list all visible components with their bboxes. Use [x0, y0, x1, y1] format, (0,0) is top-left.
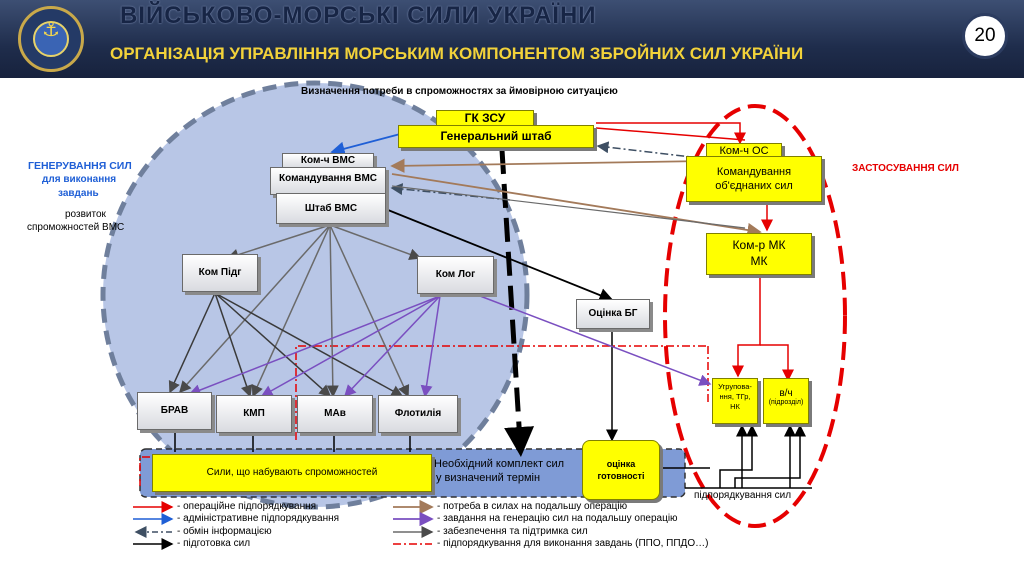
header-bar: ⚓ ВІЙСЬКОВО-МОРСЬКІ СИЛИ УКРАЇНИ ОРГАНІЗ… [0, 0, 1024, 78]
pidporiadkuvannia-syl: підпорядкування сил [694, 490, 792, 501]
dashdot-line-upper [295, 345, 708, 440]
otsinka-gotovnosti-box: оцінка готовності [582, 440, 660, 500]
tree-staff-brav [178, 224, 331, 394]
kom-os-box: Командування об'єднаних сил [686, 156, 822, 202]
force-prep-main-line [499, 149, 535, 457]
op-line-gs-os-2 [595, 127, 746, 141]
op-line-mk-ugr [732, 278, 761, 378]
mk-label: МК [750, 254, 768, 268]
pidg-brav [168, 292, 216, 394]
ugr-line3: НК [730, 402, 740, 411]
pidg-kmp [214, 292, 253, 398]
left-note1: розвиток [65, 209, 106, 220]
vch-label: в/ч [779, 388, 793, 399]
tree-staff-flot [329, 224, 410, 398]
navy-emblem-logo: ⚓ [18, 6, 84, 72]
admin-line [330, 132, 405, 156]
kom-os-line2: об'єднаних сил [715, 180, 793, 192]
mav-box: МАв [297, 395, 373, 433]
kom-os-line1: Командування [716, 166, 792, 178]
legend-subord: - підпорядкування для виконання завдань … [437, 538, 709, 549]
header-subtitle: ОРГАНІЗАЦІЯ УПРАВЛІННЯ МОРСЬКИМ КОМПОНЕН… [110, 44, 804, 63]
log-flot [420, 295, 441, 398]
ugr-line2: ння, ТГр, [719, 392, 751, 401]
sub-line-1 [719, 424, 758, 488]
top-caption: Визначення потреби в спроможностях за йм… [301, 86, 618, 97]
kmp-box: КМП [216, 395, 292, 433]
legend-info: - обмін інформацією [177, 526, 272, 537]
otsinka-bg-box: Оцінка БГ [576, 299, 650, 329]
op-line-gs-os [596, 122, 746, 145]
brav-box: БРАВ [137, 392, 212, 430]
mk-box: Ком-р МК МК [706, 233, 812, 275]
general-staff-box: Генеральний штаб [398, 125, 594, 148]
right-heading: ЗАСТОСУВАННЯ СИЛ [852, 163, 959, 174]
legend-support: - забезпечення та підтримка сил [437, 526, 588, 537]
pidrozdily-label: (підрозділ) [768, 399, 804, 406]
left-heading: ГЕНЕРУВАННЯ СИЛ [28, 160, 132, 172]
gk-zsu-box: ГК ЗСУ [436, 110, 534, 127]
legend-task: - завдання на генерацію сил на подальшу … [437, 513, 678, 524]
trident-icon: ⚓ [42, 17, 60, 41]
kom-pidg-box: Ком Підг [182, 254, 258, 292]
need-line-1 [390, 158, 706, 173]
dashdot-line-left [139, 456, 150, 486]
sub-line-2 [734, 424, 806, 488]
komplekt-line2: у визначений термін [436, 472, 541, 484]
staff-to-bg-line [387, 209, 614, 302]
force-employment-oval [663, 104, 847, 528]
log-mav [343, 295, 441, 398]
page-number-badge: 20 [962, 13, 1008, 59]
left-heading-sub1: для виконання [42, 174, 117, 185]
kom-log-box: Ком Лог [417, 256, 494, 294]
left-heading-sub2: завдань [58, 188, 99, 199]
pidg-mav [214, 292, 332, 398]
kom-vms-box: Командування ВМС [270, 167, 386, 195]
sily-box: Сили, що набувають спроможностей [152, 454, 432, 492]
legend-prep: - підготовка сил [177, 538, 251, 549]
ugrupovannia-box: Угрупова- ння, ТГр, НК [712, 378, 758, 424]
left-note2: спроможностей ВМС [27, 222, 125, 233]
legend-op: - операційне підпорядкування [177, 501, 317, 512]
info-line-os-gs [596, 141, 701, 159]
header-title: ВІЙСЬКОВО-МОРСЬКІ СИЛИ УКРАЇНИ [120, 2, 597, 29]
op-line-mk-vch [760, 344, 794, 382]
log-kmp [260, 295, 441, 397]
tree-staff-mav [326, 224, 339, 398]
otsinka-gotovnosti-line1: оцінка [606, 459, 636, 469]
shtab-vms-box: Штаб ВМС [276, 193, 386, 224]
flotilia-box: Флотилія [378, 395, 458, 433]
vch-box: в/ч (підрозділ) [763, 378, 809, 424]
kom-mk-label: Ком-р МК [732, 238, 786, 252]
legend-admin: - адміністративне підпорядкування [177, 513, 340, 524]
ugr-line1: Угрупова- [718, 382, 752, 391]
log-brav [188, 295, 441, 396]
otsinka-gotovnosti-line2: готовності [597, 471, 645, 481]
komplekt-line1: Необхідний комплект сил [434, 458, 565, 470]
tree-staff-pidg [226, 224, 331, 261]
legend-need: - потреба в силах на подальшу операцію [437, 501, 628, 512]
emblem-inner [33, 21, 69, 57]
pidg-flot [214, 292, 404, 397]
log-ugr [479, 295, 712, 386]
tree-staff-log [329, 224, 422, 261]
need-line-3 [391, 185, 746, 229]
tree-staff-kmp [251, 224, 331, 398]
